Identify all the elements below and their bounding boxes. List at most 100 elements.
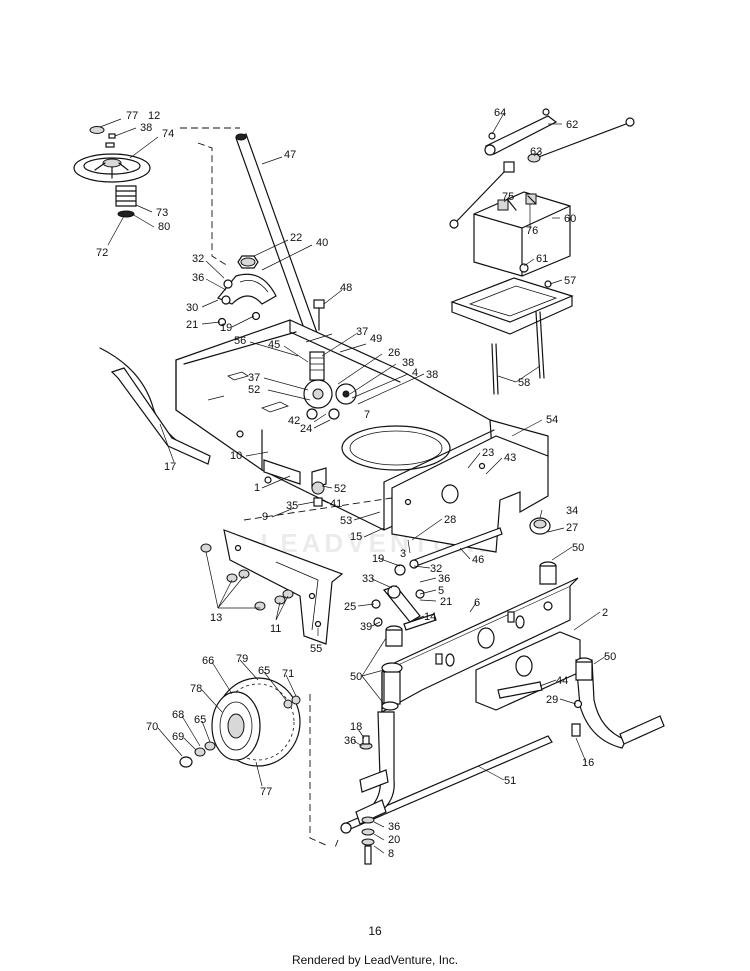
rear-wheel-tire xyxy=(211,677,301,767)
callout-37: 37 xyxy=(248,372,260,384)
steering-guide-line xyxy=(197,142,229,267)
callout-64: 64 xyxy=(494,107,506,119)
axle-bracket xyxy=(223,529,344,645)
callout-80: 80 xyxy=(158,221,170,233)
callout-77: 77 xyxy=(126,110,138,122)
steering-spring xyxy=(115,185,137,218)
callout-labels: 77 12 38 74 7 3 80 72 47 22 40 32 36 30 2… xyxy=(96,107,616,860)
callout-13: 13 xyxy=(210,612,222,624)
callout-7: 7 xyxy=(364,409,370,421)
callout-54: 54 xyxy=(546,414,558,426)
callout-66: 66 xyxy=(202,655,214,667)
wheel-hardware xyxy=(179,695,301,768)
callout-50: 50 xyxy=(350,671,362,683)
callout-57: 57 xyxy=(564,275,576,287)
callout-36: 36 xyxy=(438,573,450,585)
steering-wheel xyxy=(73,153,151,183)
callout-45: 45 xyxy=(268,339,280,351)
callout-18: 18 xyxy=(350,721,362,733)
front-axle xyxy=(381,577,581,714)
callout-36: 36 xyxy=(388,821,400,833)
front-plate xyxy=(391,419,549,553)
callout-38: 38 xyxy=(140,122,152,134)
callout-19: 19 xyxy=(372,553,384,565)
callout-43: 43 xyxy=(504,452,516,464)
callout-11: 11 xyxy=(270,623,281,635)
steering-cap xyxy=(89,126,116,148)
callout-36: 36 xyxy=(344,735,356,747)
callout-33: 33 xyxy=(362,573,374,585)
callout-5: 5 xyxy=(438,585,444,597)
callout-63: 63 xyxy=(530,146,542,158)
footer-credit: Rendered by LeadVenture, Inc. xyxy=(291,953,459,967)
drag-link-lower xyxy=(236,430,327,507)
pinion-gear xyxy=(303,351,357,420)
callout-48: 48 xyxy=(340,282,352,294)
callout-71: 71 xyxy=(282,668,294,680)
callout-26: 26 xyxy=(388,347,400,359)
callout-65: 65 xyxy=(258,665,270,677)
callout-15: 15 xyxy=(350,531,362,543)
callout-34: 34 xyxy=(566,505,578,517)
battery xyxy=(473,191,571,277)
callout-10: 10 xyxy=(230,450,242,462)
callout-74: 74 xyxy=(162,128,174,140)
callout-24: 24 xyxy=(300,423,312,435)
callout-78: 78 xyxy=(190,683,202,695)
callout-4: 4 xyxy=(412,367,418,379)
callout-29: 29 xyxy=(546,694,558,706)
callout-69: 69 xyxy=(172,731,184,743)
callout-3: 3 xyxy=(400,548,406,560)
left-spindle xyxy=(355,625,403,825)
battery-tray xyxy=(450,263,574,335)
callout-56: 56 xyxy=(234,335,246,347)
callout-42: 42 xyxy=(288,415,300,427)
callout-61: 61 xyxy=(536,253,548,265)
callout-65: 65 xyxy=(194,714,206,726)
callout-22: 22 xyxy=(290,232,302,244)
battery-rods xyxy=(491,311,545,395)
callout-68: 68 xyxy=(172,709,184,721)
callout-41: 41 xyxy=(330,498,342,510)
callout-19: 19 xyxy=(220,322,232,334)
callout-50: 50 xyxy=(604,651,616,663)
callout-21: 21 xyxy=(186,319,198,331)
callout-20: 20 xyxy=(388,834,400,846)
bolt-48 xyxy=(313,299,325,331)
callout-44: 44 xyxy=(556,675,568,687)
callout-72: 72 xyxy=(96,247,108,259)
callout-6: 6 xyxy=(474,597,480,609)
steering-sector-gear xyxy=(217,255,277,327)
bolts-13 xyxy=(200,543,294,611)
callout-12: 12 xyxy=(148,110,160,122)
callout-32: 32 xyxy=(192,253,204,265)
page-number: 16 xyxy=(368,924,382,938)
callout-62: 62 xyxy=(566,119,578,131)
callout-35: 35 xyxy=(286,500,298,512)
leader-lines xyxy=(99,112,607,854)
callout-76: 76 xyxy=(526,225,538,237)
callout-79: 79 xyxy=(236,653,248,665)
drag-link xyxy=(371,559,437,631)
callout-25: 25 xyxy=(344,601,356,613)
callout-8: 8 xyxy=(388,848,394,860)
callout-53: 53 xyxy=(340,515,352,527)
callout-55: 55 xyxy=(310,643,322,655)
callout-1: 1 xyxy=(254,482,260,494)
callout-60: 60 xyxy=(564,213,576,225)
callout-38: 38 xyxy=(402,357,414,369)
callout-32: 32 xyxy=(430,563,442,575)
callout-75: 75 xyxy=(502,191,514,203)
callout-52: 52 xyxy=(334,483,346,495)
callout-23: 23 xyxy=(482,447,494,459)
callout-27: 27 xyxy=(566,522,578,534)
callout-58: 58 xyxy=(518,377,530,389)
callout-52: 52 xyxy=(248,384,260,396)
battery-cable xyxy=(449,161,515,229)
callout-30: 30 xyxy=(186,302,198,314)
callout-40: 40 xyxy=(316,237,328,249)
callout-17: 17 xyxy=(164,461,176,473)
callout-47: 47 xyxy=(284,149,296,161)
callout-49: 49 xyxy=(370,333,382,345)
